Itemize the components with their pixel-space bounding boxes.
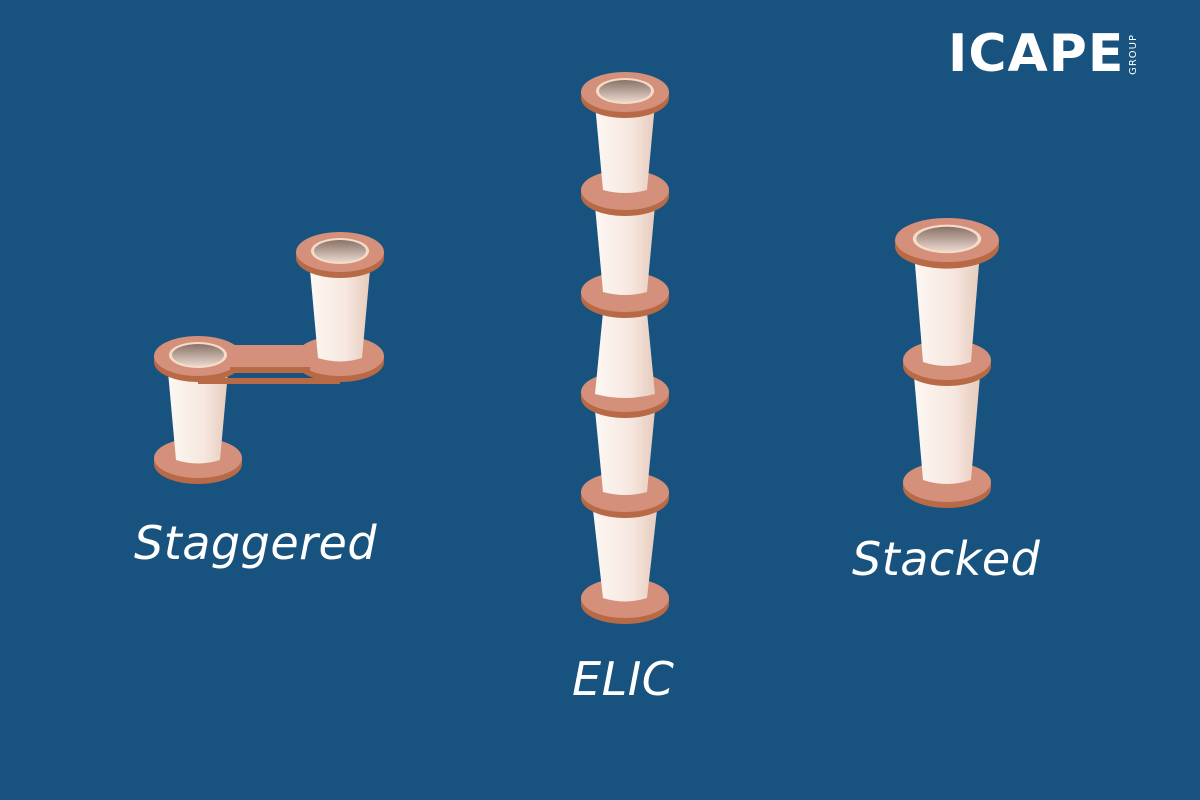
stacked-via-group [895,218,999,508]
elic-barrel-4 [595,312,655,398]
staggered-right-barrel [310,270,370,362]
staggered-left-barrel [168,372,228,464]
stacked-top-pad [895,218,999,269]
staggered-top-pad [296,232,384,278]
elic-barrel-2 [595,104,655,193]
staggered-via-group [154,232,384,484]
stacked-lower-barrel [914,376,980,484]
stacked-upper-barrel [914,252,980,366]
label-elic: ELIC [572,652,675,706]
elic-barrel-3 [595,206,655,295]
label-stacked: Stacked [852,532,1041,586]
logo-subtitle: GROUP [1128,33,1140,75]
elic-barrel-5 [595,410,655,495]
logo-wordmark: ICAPE [948,24,1125,84]
icape-group-logo: ICAPE GROUP [948,26,1139,82]
elic-via-group [581,72,669,624]
elic-barrel-6 [593,510,657,602]
elic-pad-1-top [581,72,669,118]
label-staggered: Staggered [134,516,378,570]
